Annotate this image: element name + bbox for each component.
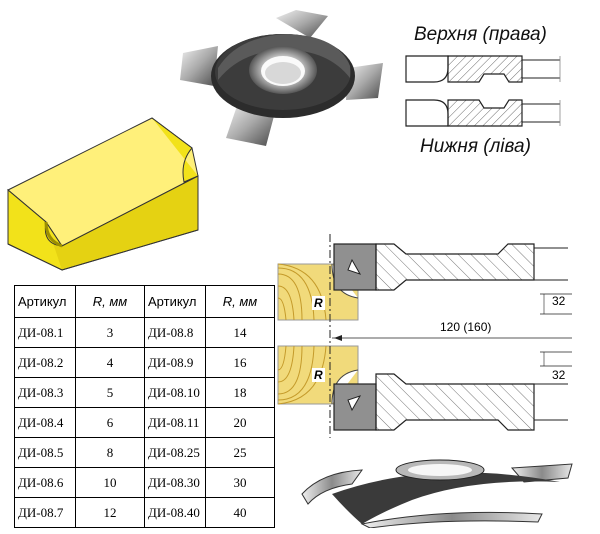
technical-drawing bbox=[277, 234, 572, 438]
cell-radius: 6 bbox=[75, 407, 145, 438]
cell-radius: 20 bbox=[205, 407, 275, 438]
cell-radius: 16 bbox=[205, 347, 275, 378]
col-header-article: Артикул bbox=[14, 285, 76, 318]
cell-radius: 3 bbox=[75, 317, 145, 348]
col-header-radius: R, мм bbox=[205, 285, 275, 318]
cell-article: ДИ-08.1 bbox=[14, 317, 76, 348]
cell-article: ДИ-08.8 bbox=[144, 317, 206, 348]
profile-diagram-upper bbox=[405, 55, 561, 83]
cell-radius: 25 bbox=[205, 437, 275, 468]
cell-radius: 4 bbox=[75, 347, 145, 378]
spec-table: Артикул R, мм Артикул R, мм ДИ-08.1 3 ДИ… bbox=[14, 285, 275, 528]
cell-radius: 5 bbox=[75, 377, 145, 408]
cell-article: ДИ-08.40 bbox=[144, 497, 206, 528]
table-row: ДИ-08.1 3 ДИ-08.8 14 bbox=[14, 317, 275, 348]
dimension-top: 32 bbox=[552, 294, 566, 308]
table-header-row: Артикул R, мм Артикул R, мм bbox=[14, 285, 275, 318]
profile-diagram-lower bbox=[405, 99, 561, 127]
cell-radius: 18 bbox=[205, 377, 275, 408]
radius-label-top: R bbox=[312, 296, 325, 310]
lower-cutter-label: Нижня (ліва) bbox=[420, 136, 531, 157]
upper-cutter-label: Верхня (права) bbox=[414, 24, 547, 45]
cell-radius: 40 bbox=[205, 497, 275, 528]
col-header-radius: R, мм bbox=[75, 285, 145, 318]
cell-article: ДИ-08.7 bbox=[14, 497, 76, 528]
cell-radius: 12 bbox=[75, 497, 145, 528]
radius-label-bottom: R bbox=[312, 368, 325, 382]
cell-article: ДИ-08.9 bbox=[144, 347, 206, 378]
knife-bottom bbox=[333, 383, 377, 431]
table-row: ДИ-08.3 5 ДИ-08.10 18 bbox=[14, 377, 275, 408]
profiled-block-illustration bbox=[7, 117, 199, 271]
cell-article: ДИ-08.2 bbox=[14, 347, 76, 378]
cell-article: ДИ-08.30 bbox=[144, 467, 206, 498]
cell-article: ДИ-08.4 bbox=[14, 407, 76, 438]
table-row: ДИ-08.2 4 ДИ-08.9 16 bbox=[14, 347, 275, 378]
cell-radius: 8 bbox=[75, 437, 145, 468]
cell-radius: 30 bbox=[205, 467, 275, 498]
cell-article: ДИ-08.25 bbox=[144, 437, 206, 468]
cell-article: ДИ-08.6 bbox=[14, 467, 76, 498]
watermark-text: www.cae.kiev.ua bbox=[426, 500, 478, 507]
table-row: ДИ-08.6 10 ДИ-08.30 30 bbox=[14, 467, 275, 498]
dimension-bottom: 32 bbox=[552, 368, 566, 382]
cell-article: ДИ-08.11 bbox=[144, 407, 206, 438]
cutter-photo-top bbox=[180, 10, 383, 146]
dimension-length: 120 (160) bbox=[440, 320, 492, 334]
cell-article: ДИ-08.10 bbox=[144, 377, 206, 408]
table-row: ДИ-08.5 8 ДИ-08.25 25 bbox=[14, 437, 275, 468]
cutter-photo-bottom bbox=[301, 459, 573, 528]
cell-radius: 10 bbox=[75, 467, 145, 498]
col-header-article: Артикул bbox=[144, 285, 206, 318]
table-row: ДИ-08.4 6 ДИ-08.11 20 bbox=[14, 407, 275, 438]
cell-radius: 14 bbox=[205, 317, 275, 348]
cell-article: ДИ-08.5 bbox=[14, 437, 76, 468]
cell-article: ДИ-08.3 bbox=[14, 377, 76, 408]
table-row: ДИ-08.7 12 ДИ-08.40 40 bbox=[14, 497, 275, 528]
